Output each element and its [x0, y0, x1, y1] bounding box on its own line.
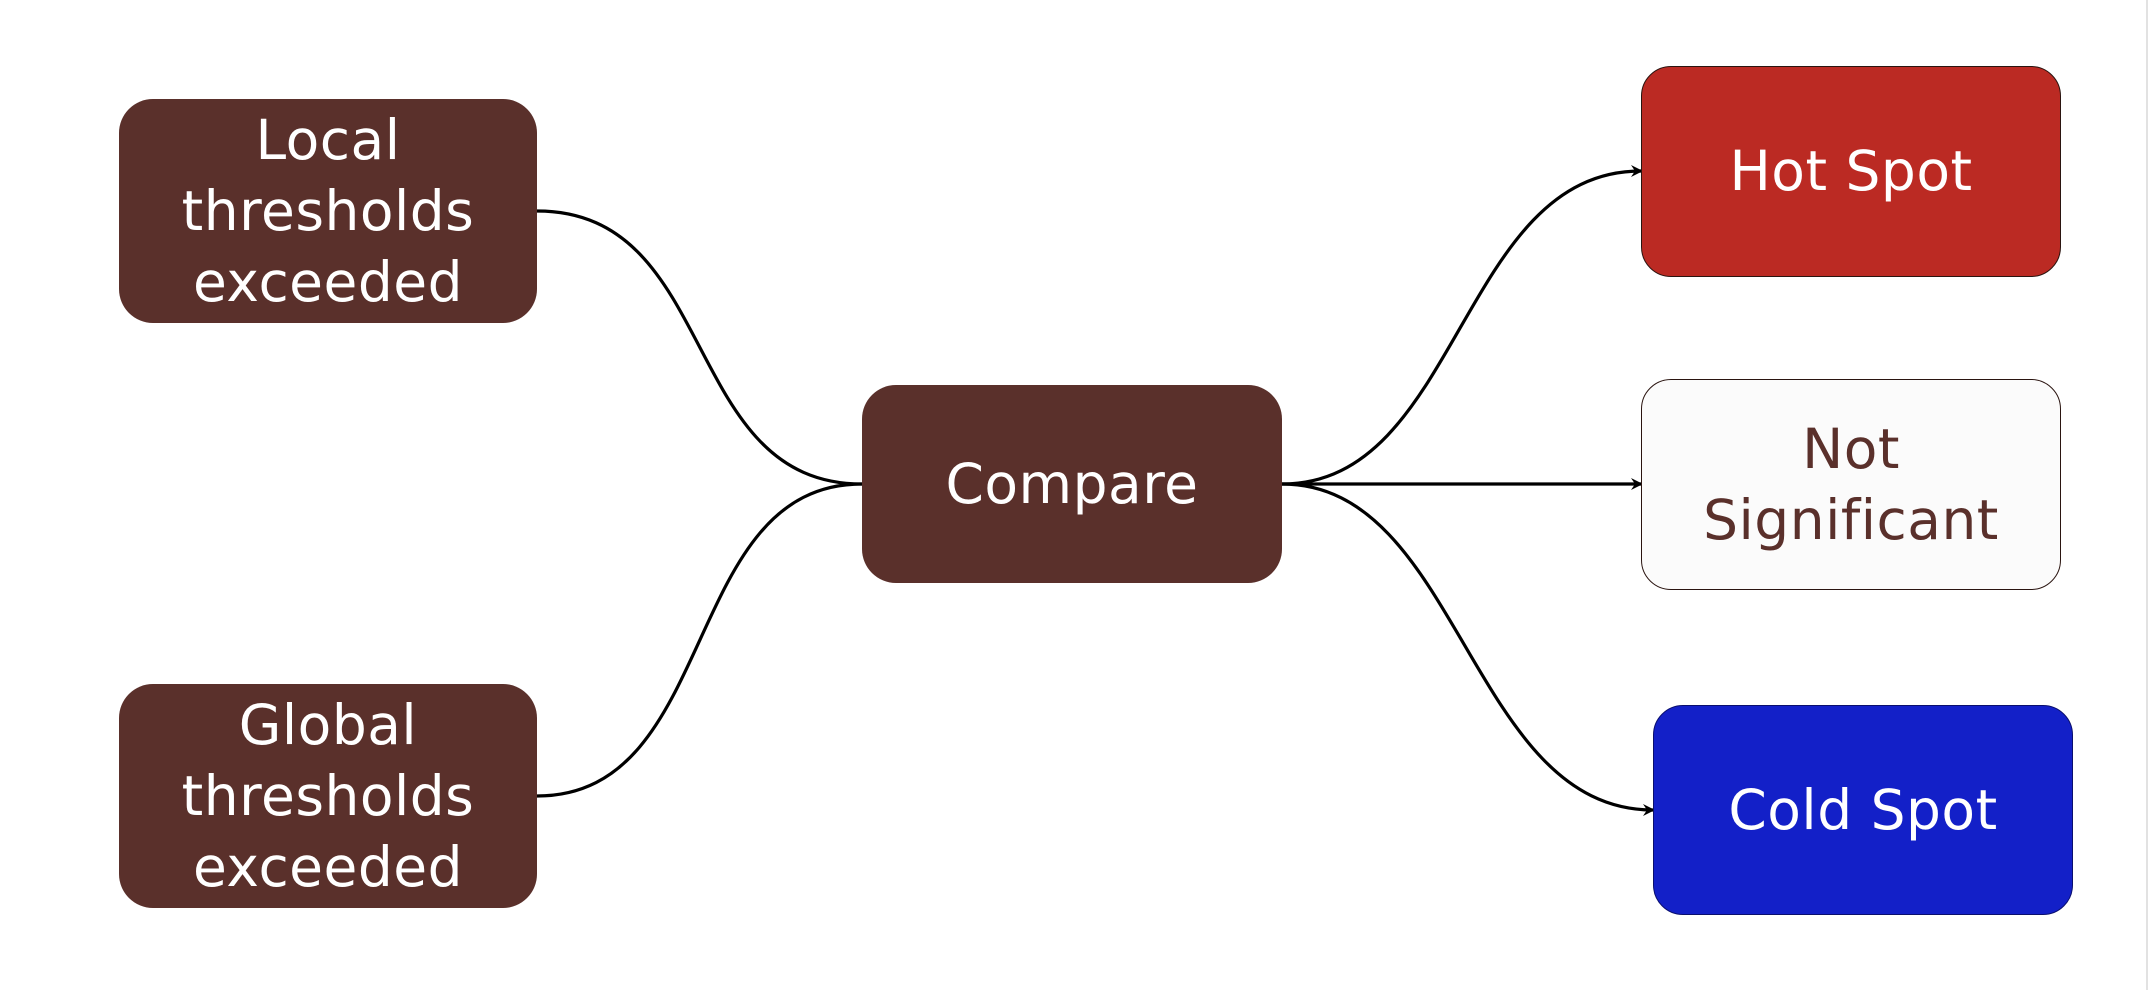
node-hot-spot-label: Hot Spot: [1729, 139, 1973, 203]
edge-local-to-compare: [536, 209, 863, 486]
right-edge-rule: [2146, 0, 2148, 990]
node-hot-spot: Hot Spot: [1641, 66, 2061, 277]
node-local-thresholds: Local thresholds exceeded: [119, 99, 537, 323]
node-not-significant-label: Not Significant: [1703, 416, 1999, 552]
edge-global-to-compare: [536, 482, 863, 798]
node-compare-label: Compare: [945, 451, 1199, 516]
node-global-thresholds-label: Global thresholds exceeded: [181, 692, 475, 899]
node-global-thresholds: Global thresholds exceeded: [119, 684, 537, 908]
node-cold-spot-label: Cold Spot: [1728, 777, 1998, 842]
edge-compare-to-cold: [1281, 482, 1655, 816]
node-local-thresholds-label: Local thresholds exceeded: [181, 107, 475, 314]
edge-compare-to-hot: [1281, 165, 1643, 486]
node-cold-spot: Cold Spot: [1653, 705, 2073, 915]
node-compare: Compare: [862, 385, 1282, 583]
node-not-significant: Not Significant: [1641, 379, 2061, 590]
